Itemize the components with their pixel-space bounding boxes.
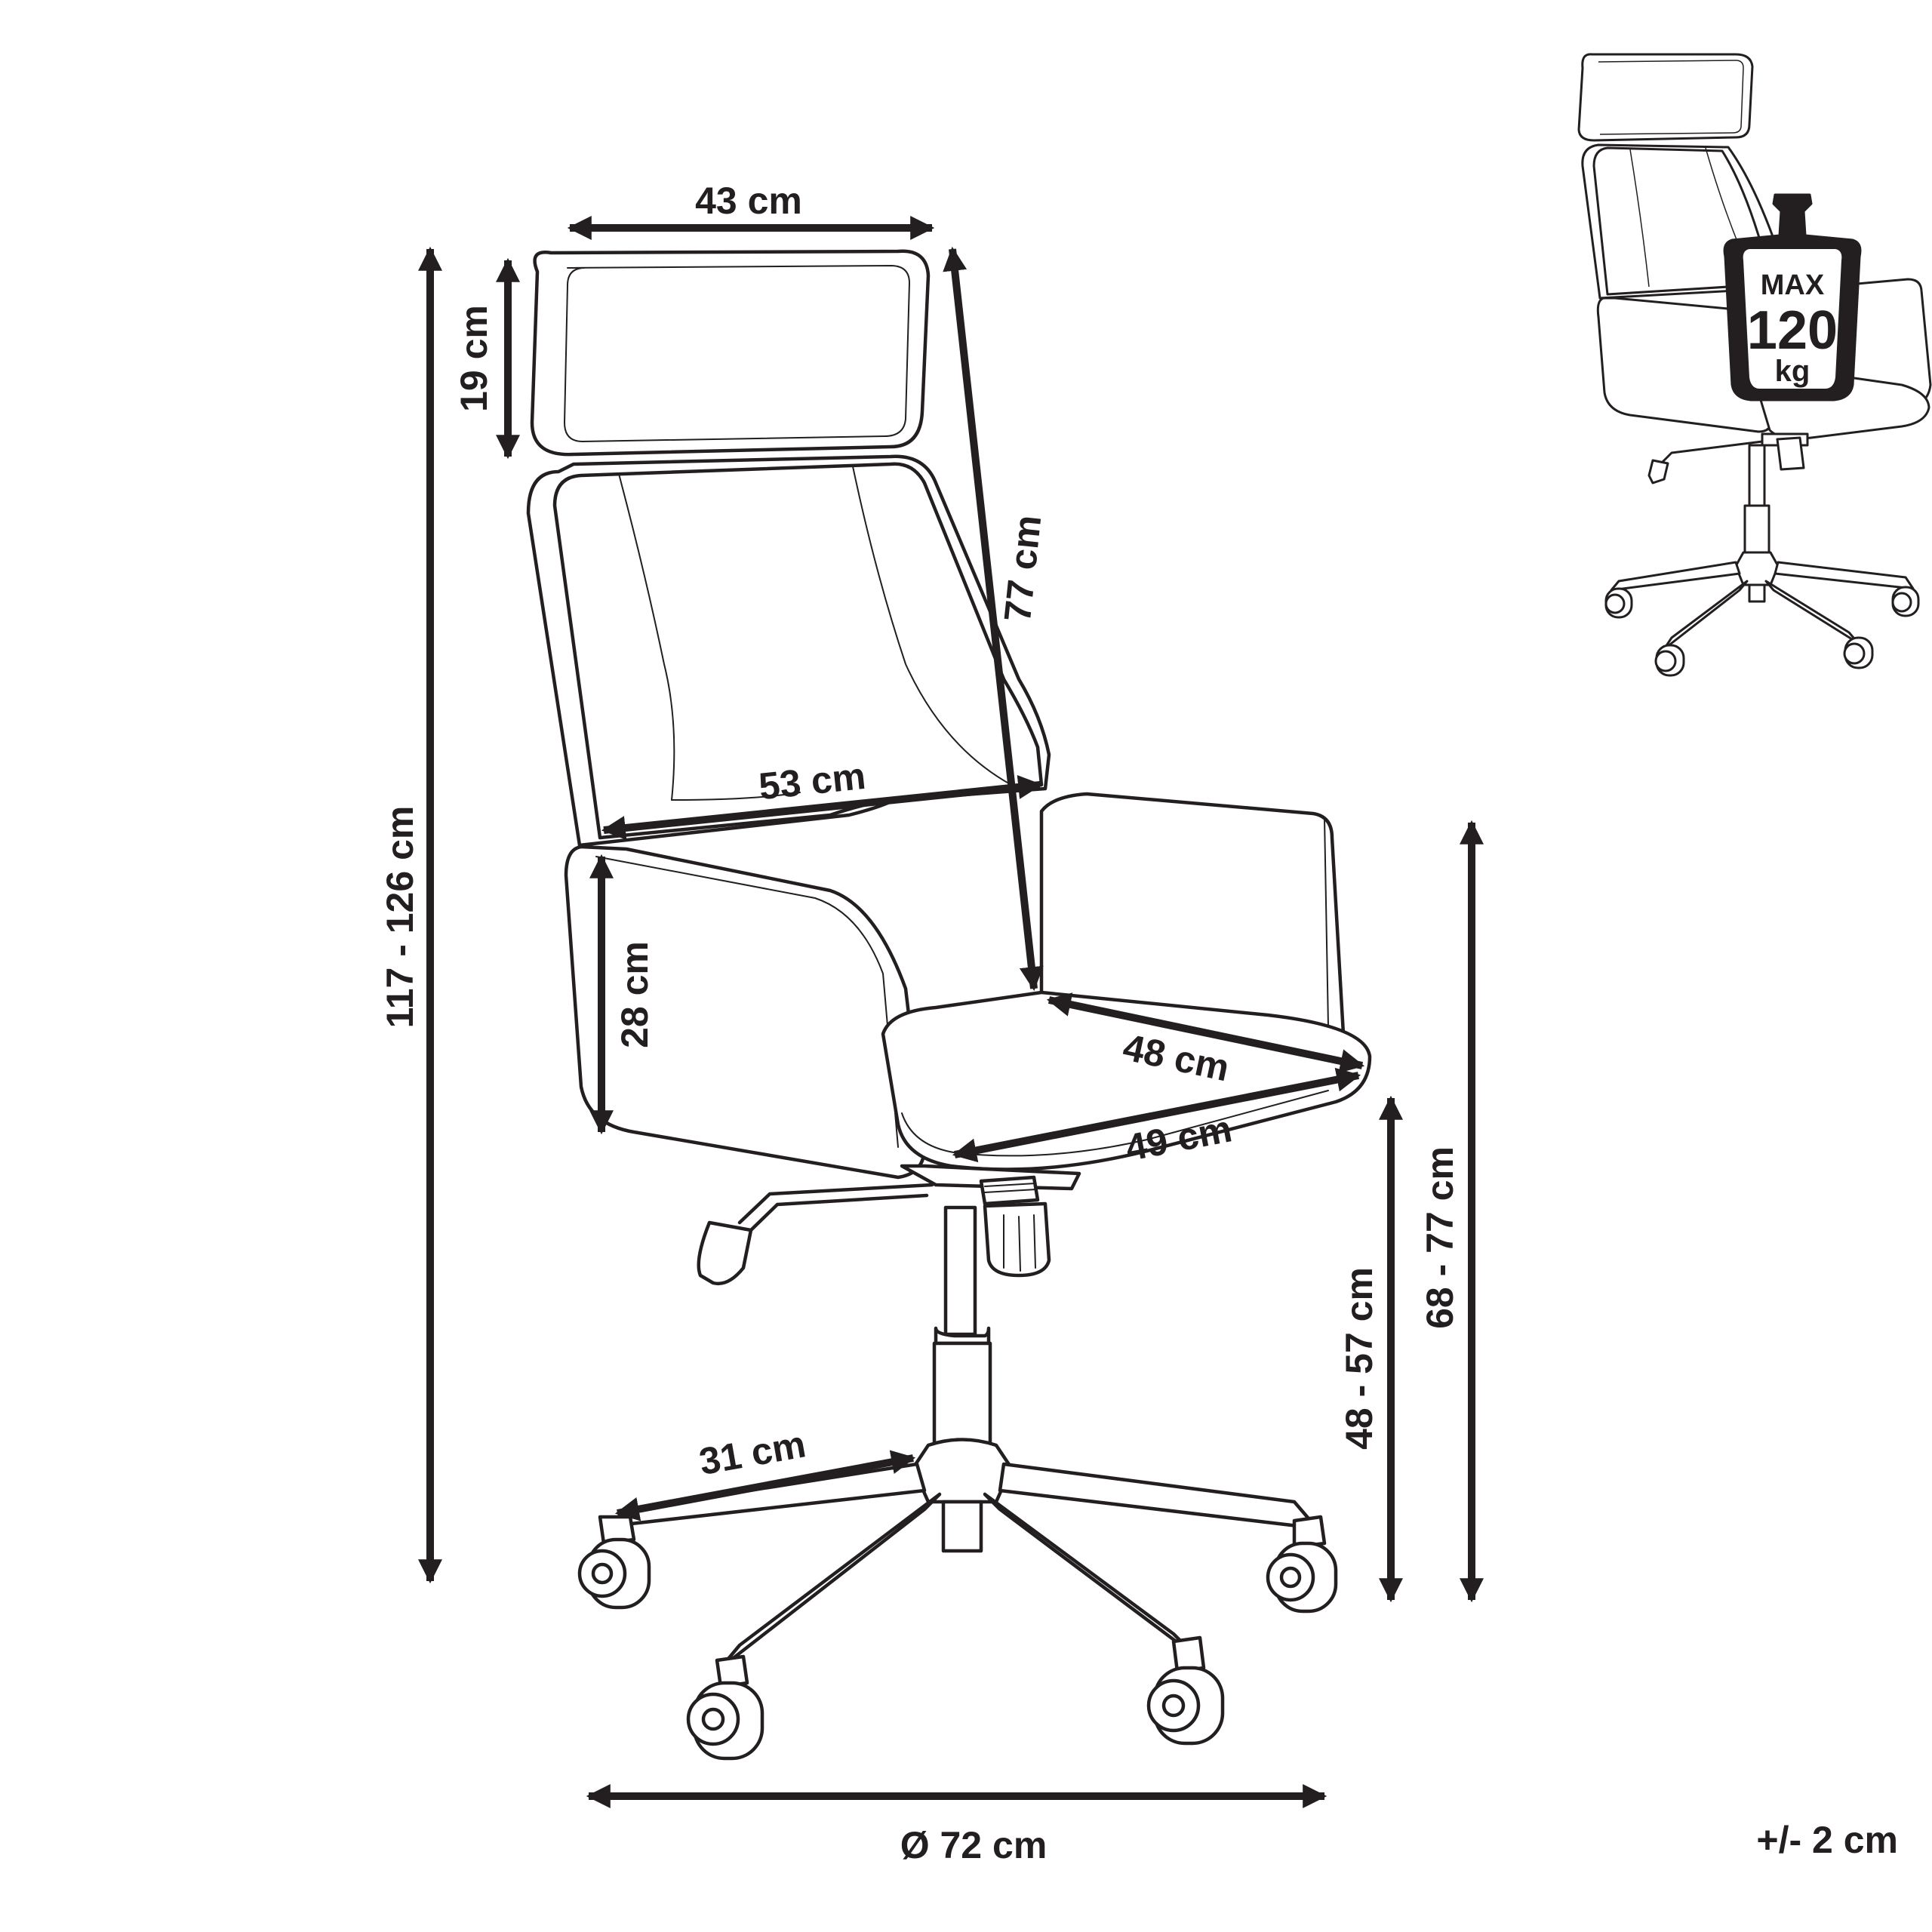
seat-width-arrow	[952, 1067, 1361, 1163]
seat-height-label: 48 - 57 cm	[1338, 1267, 1380, 1450]
caster-right	[1266, 1515, 1338, 1614]
backrest-height-arrow	[943, 246, 1044, 992]
max-load-unit: kg	[1775, 355, 1810, 388]
seat-depth-arrow	[1046, 992, 1365, 1073]
caster-left	[577, 1515, 651, 1610]
weight-icon: MAX 120 kg	[1723, 193, 1862, 401]
tolerance-label: +/- 2 cm	[1756, 1819, 1898, 1861]
dimension-arrows	[417, 215, 1484, 1809]
base-radius-arrow	[614, 1450, 916, 1521]
caster-front-left	[686, 1654, 764, 1761]
base-diameter-label: Ø 72 cm	[900, 1824, 1048, 1866]
armrest-floor-height-label: 68 - 77 cm	[1419, 1146, 1461, 1329]
backrest-height-label: 77 cm	[996, 513, 1050, 624]
max-label: MAX	[1761, 269, 1825, 301]
caster-front-right	[1146, 1635, 1225, 1746]
headrest-height-label: 19 cm	[453, 305, 495, 412]
max-load-value: 120	[1747, 300, 1838, 361]
chair-thumbnail: MAX 120 kg	[1577, 53, 1932, 677]
total-height-label: 117 - 126 cm	[379, 806, 421, 1029]
backrest-width-arrow	[601, 775, 1043, 840]
base-radius-label: 31 cm	[696, 1423, 808, 1483]
headrest-width-label: 43 cm	[695, 180, 802, 222]
armrest-height-label: 28 cm	[614, 941, 656, 1048]
